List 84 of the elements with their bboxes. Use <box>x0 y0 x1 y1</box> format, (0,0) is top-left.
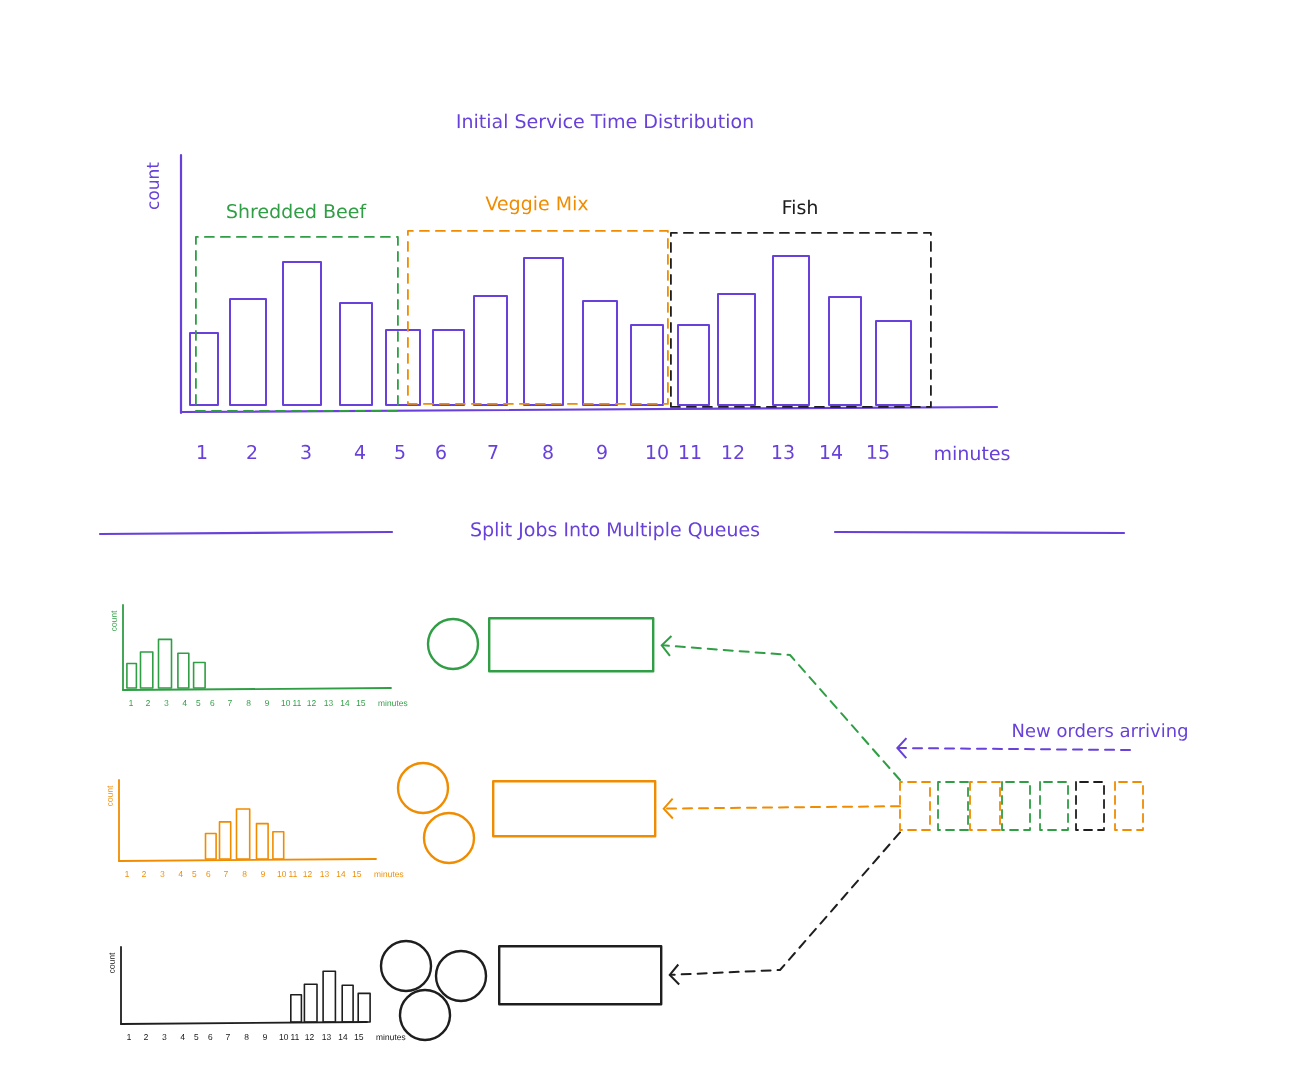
tick-label: 11 <box>680 445 701 459</box>
arrow <box>660 635 901 781</box>
tick-label: 12 <box>303 871 312 877</box>
node-label: Veggie Mix <box>485 195 589 215</box>
tick-label: 2 <box>142 871 146 877</box>
order-queue <box>899 781 1144 831</box>
tick-label: 14 <box>340 700 350 706</box>
tick-label: 12 <box>723 444 744 460</box>
axis-label: minutes <box>378 699 408 707</box>
tick-label: 12 <box>305 1034 314 1040</box>
tick-label: 14 <box>338 1034 348 1040</box>
tick-label: 9 <box>265 700 269 706</box>
tick-label: 15 <box>356 700 366 706</box>
queue-box <box>488 617 655 673</box>
queue-box <box>498 945 663 1006</box>
tick-label: 4 <box>182 700 187 706</box>
tick-label: 7 <box>224 871 228 877</box>
tick-label: 4 <box>180 1034 185 1040</box>
tick-label: 1 <box>198 445 207 459</box>
axis-label: minutes <box>935 445 1010 461</box>
arrow <box>662 797 901 820</box>
tick-label: 15 <box>868 444 889 460</box>
tick-label: 15 <box>352 871 362 877</box>
tick-label: 13 <box>320 871 329 877</box>
axis-label: count <box>111 610 117 632</box>
axis-label: count <box>109 952 115 974</box>
axis-label: minutes <box>376 1033 406 1041</box>
axis-label: count <box>146 162 160 210</box>
tick-label: 10 <box>277 871 287 877</box>
tick-label: 3 <box>160 871 165 877</box>
tick-label: 5 <box>192 871 197 877</box>
tick-label: 14 <box>821 445 842 459</box>
tick-label: 9 <box>263 1034 267 1040</box>
tick-label: 13 <box>773 444 794 460</box>
tick-label: 13 <box>324 700 333 706</box>
tick-label: 4 <box>354 445 365 459</box>
tick-label: 11 <box>293 700 301 706</box>
tick-label: 4 <box>178 871 183 877</box>
tick-label: 2 <box>247 444 257 460</box>
tick-label: 11 <box>291 1034 299 1040</box>
group-box: Fish <box>670 199 932 408</box>
tick-label: 5 <box>196 700 201 706</box>
tick-label: 7 <box>228 700 232 706</box>
tick-label: 1 <box>125 871 129 877</box>
tick-label: 12 <box>307 700 316 706</box>
tick-label: 14 <box>336 871 346 877</box>
tick-label: 6 <box>208 1034 213 1040</box>
tick-label: 7 <box>226 1034 230 1040</box>
tick-label: 1 <box>129 700 133 706</box>
tick-label: 8 <box>543 444 553 460</box>
tick-label: 5 <box>395 444 405 460</box>
tick-label: 9 <box>597 444 607 460</box>
tick-label: 3 <box>162 1034 167 1040</box>
tick-label: 5 <box>194 1034 199 1040</box>
group-box: Shredded Beef <box>195 203 399 412</box>
tick-label: 10 <box>647 444 668 460</box>
node-label: Fish <box>783 199 817 215</box>
tick-label: 7 <box>488 445 498 459</box>
section-heading: Split Jobs Into Multiple Queues <box>471 521 760 541</box>
chart-title: Initial Service Time Distribution <box>457 113 753 129</box>
tick-label: 9 <box>261 871 265 877</box>
tick-label: 3 <box>164 700 169 706</box>
arrow-label: New orders arriving <box>1013 723 1187 741</box>
tick-label: 13 <box>322 1034 331 1040</box>
tick-label: 1 <box>127 1034 131 1040</box>
tick-label: 6 <box>206 871 211 877</box>
tick-label: 8 <box>244 1034 249 1040</box>
tick-label: 6 <box>436 444 446 460</box>
tick-label: 10 <box>281 700 291 706</box>
tick-label: 10 <box>279 1034 289 1040</box>
group-box: Veggie Mix <box>407 195 669 405</box>
tick-label: 8 <box>246 700 251 706</box>
tick-label: 6 <box>210 700 215 706</box>
axis-label: minutes <box>374 870 404 878</box>
arrow <box>668 831 901 986</box>
tick-label: 11 <box>289 871 297 877</box>
tick-label: 3 <box>301 444 311 460</box>
node-label: Shredded Beef <box>227 203 367 219</box>
tick-label: 2 <box>146 700 150 706</box>
tick-label: 15 <box>354 1034 364 1040</box>
queue-box <box>492 780 657 838</box>
tick-label: 8 <box>242 871 247 877</box>
axis-label: count <box>107 785 113 807</box>
tick-label: 2 <box>144 1034 148 1040</box>
